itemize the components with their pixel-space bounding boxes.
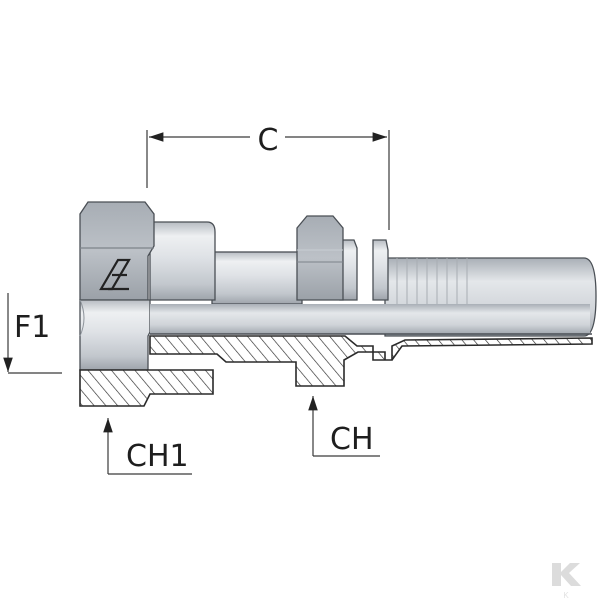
- collar-ring: [372, 239, 389, 301]
- svg-text:K: K: [563, 591, 569, 600]
- dimension-f1: F1: [3, 293, 62, 374]
- triangle-logo-icon: [99, 258, 131, 291]
- hose-fitting: [79, 201, 597, 407]
- dimension-ch1: CH1: [103, 418, 192, 475]
- dimension-ch: CH: [308, 396, 380, 457]
- nut-section: [79, 369, 214, 407]
- k-watermark-icon: K: [552, 563, 581, 600]
- dimension-ch1-label: CH1: [126, 439, 189, 474]
- middle-tube: [211, 251, 303, 305]
- swivel-nut: [79, 201, 155, 371]
- dimension-c-label: C: [258, 123, 279, 158]
- nut-neck: [149, 221, 216, 301]
- body-section: [149, 335, 593, 387]
- dimension-ch-label: CH: [330, 422, 374, 457]
- bore-surface: [150, 304, 590, 334]
- dimension-c: C: [146, 123, 390, 230]
- dimension-f1-label: F1: [14, 310, 50, 345]
- body-hex: [296, 215, 344, 301]
